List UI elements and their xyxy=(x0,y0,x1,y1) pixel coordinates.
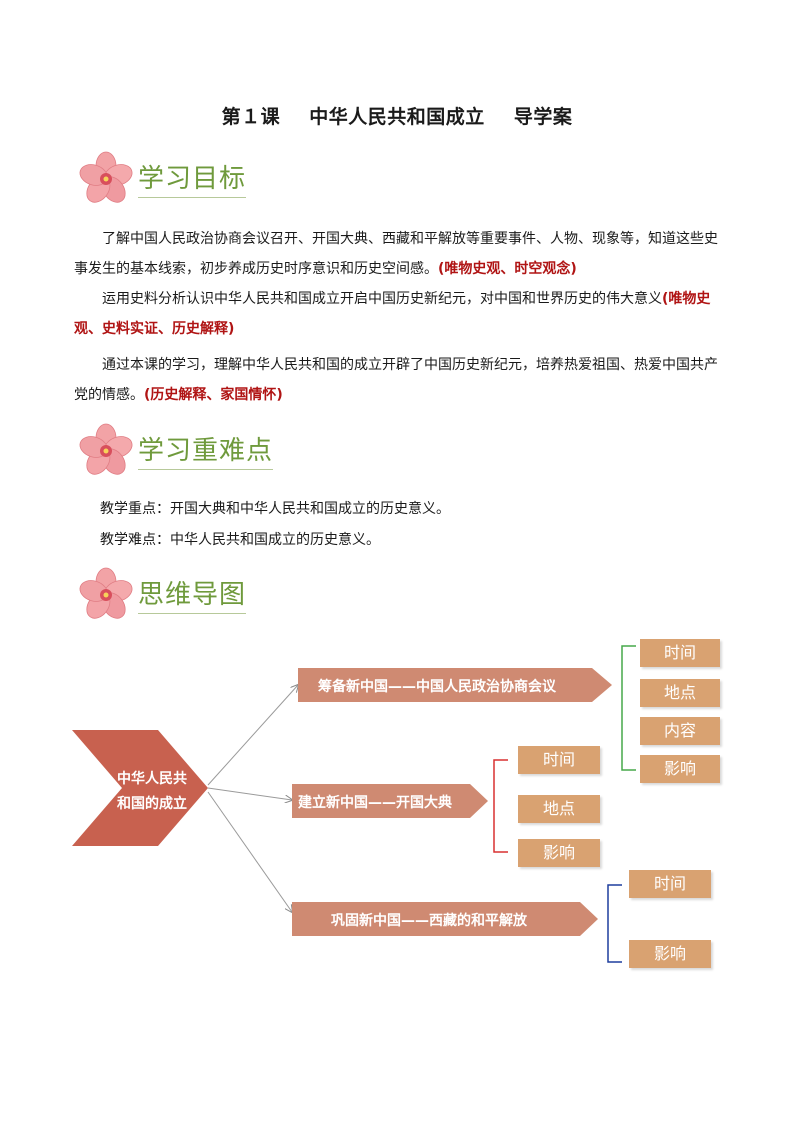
objective-tag-3: (历史解释、家国情怀) xyxy=(144,387,283,403)
root-node-line2: 和国的成立 xyxy=(117,796,187,812)
lesson-name: 中华人民共和国成立 xyxy=(309,106,485,128)
branch-2-label: 建立新中国——开国大典 xyxy=(298,795,452,811)
flower-icon xyxy=(79,423,133,475)
section-keypoints-heading: 学习重难点 xyxy=(76,422,316,482)
leaf-1-content: 内容 xyxy=(640,717,720,745)
connector-2 xyxy=(207,787,292,800)
bracket-2 xyxy=(493,759,508,853)
bracket-1 xyxy=(621,645,636,771)
flower-icon xyxy=(79,567,133,619)
leaf-2-time: 时间 xyxy=(518,746,600,774)
leaf-1-impact: 影响 xyxy=(640,755,720,783)
leaf-3-impact: 影响 xyxy=(629,940,711,968)
connector-1 xyxy=(207,685,298,786)
section-objectives-heading: 学习目标 xyxy=(76,150,316,210)
document-title: 第１课 中华人民共和国成立 导学案 xyxy=(0,102,794,129)
objective-tag-2: (唯物史观、史料实证、历史解释) xyxy=(74,291,711,337)
objective-tag-1: (唯物史观、时空观念) xyxy=(438,261,577,277)
objective-paragraph-1: 了解中国人民政治协商会议召开、开国大典、西藏和平解放等重要事件、人物、现象等，知… xyxy=(74,231,718,277)
branch-3-shape xyxy=(292,902,598,936)
leaf-2-place: 地点 xyxy=(518,795,600,823)
flower-icon xyxy=(79,151,133,203)
branch-3-label: 巩固新中国——西藏的和平解放 xyxy=(331,913,527,929)
root-node-shape xyxy=(72,730,208,846)
lesson-type: 导学案 xyxy=(513,106,573,128)
bracket-3 xyxy=(607,884,622,963)
branch-2-shape xyxy=(292,784,488,818)
objective-paragraph-2: 运用史料分析认识中华人民共和国成立开启中国历史新纪元，对中国和世界历史的伟大意义… xyxy=(74,291,711,337)
leaf-3-time: 时间 xyxy=(629,870,711,898)
key-point-difficulty: 教学难点：中华人民共和国成立的历史意义。 xyxy=(100,532,380,548)
section-mindmap-label: 思维导图 xyxy=(138,574,247,614)
leaf-1-time: 时间 xyxy=(640,639,720,667)
branch-1-label: 筹备新中国——中国人民政治协商会议 xyxy=(318,679,556,695)
section-keypoints-label: 学习重难点 xyxy=(138,430,274,470)
branch-1-shape xyxy=(298,668,612,702)
leaf-2-impact: 影响 xyxy=(518,839,600,867)
section-objectives-label: 学习目标 xyxy=(138,158,247,198)
root-node-line1: 中华人民共 xyxy=(117,771,187,787)
objective-paragraph-3: 通过本课的学习，理解中华人民共和国的成立开辟了中国历史新纪元，培养热爱祖国、热爱… xyxy=(74,357,718,403)
leaf-1-place: 地点 xyxy=(640,679,720,707)
connector-3 xyxy=(207,791,292,912)
lesson-number: 第１课 xyxy=(221,106,281,128)
key-point-focus: 教学重点：开国大典和中华人民共和国成立的历史意义。 xyxy=(100,501,450,517)
section-mindmap-heading: 思维导图 xyxy=(76,566,316,626)
